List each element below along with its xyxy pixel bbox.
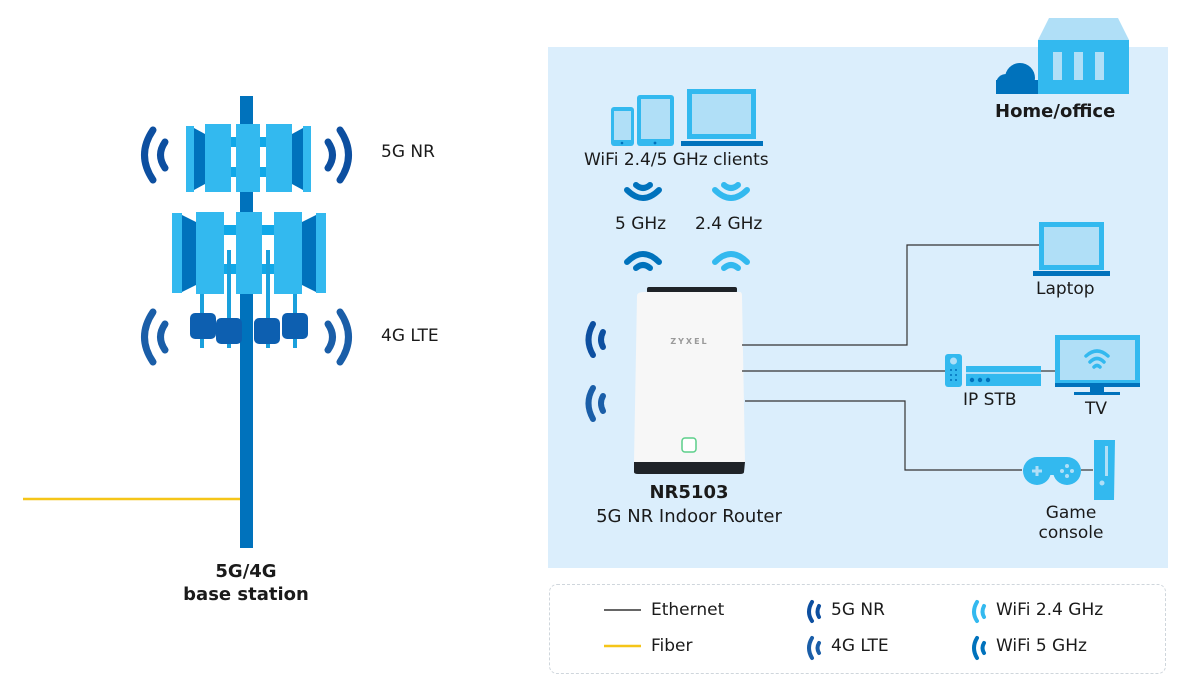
home-office-icon xyxy=(1038,18,1129,94)
remote-control-icon xyxy=(945,354,962,387)
legend-ethernet-label: Ethernet xyxy=(651,600,725,620)
legend-wifi-24ghz-label: WiFi 2.4 GHz xyxy=(996,600,1104,620)
router-brand-logo: ZYXEL xyxy=(670,337,709,346)
wifi-5ghz-router-icon xyxy=(624,251,662,271)
4g-lte-signal-icon xyxy=(141,308,352,366)
5g-nr-signal-icon xyxy=(141,126,352,184)
set-top-box-icon xyxy=(966,366,1041,386)
router-5g-signal-icon xyxy=(585,321,606,358)
legend-fiber-label: Fiber xyxy=(651,636,693,656)
router-device xyxy=(634,287,745,474)
smartphone-icon xyxy=(611,107,634,146)
legend-wifi-24ghz-signal-icon xyxy=(972,600,986,623)
legend-wifi-5ghz-label: WiFi 5 GHz xyxy=(996,636,1087,656)
legend-wifi-5ghz-signal-icon xyxy=(972,636,986,660)
game-console-label-line2: console xyxy=(1038,523,1104,543)
base-station-title-line1: 5G/4G xyxy=(215,561,277,582)
wifi-clients-label: WiFi 2.4/5 GHz clients xyxy=(584,150,769,170)
base-station-title-line2: base station xyxy=(183,584,309,605)
tower-pole xyxy=(240,96,253,548)
laptop-label: Laptop xyxy=(1036,279,1095,299)
4g-lte-label: 4G LTE xyxy=(381,326,439,346)
ip-stb-label: IP STB xyxy=(963,390,1017,410)
base-station-title: 5G/4G base station xyxy=(146,560,346,606)
game-console-label-line1: Game xyxy=(1045,503,1097,523)
router-status-led xyxy=(681,437,697,453)
tv-icon xyxy=(1055,335,1140,395)
wifi-24ghz-client-icon xyxy=(712,182,750,201)
ethernet-line-console xyxy=(745,400,1022,471)
router-model: NR5103 xyxy=(649,482,729,503)
5g-antenna-array xyxy=(186,124,311,192)
ethernet-line-laptop xyxy=(742,244,1040,346)
router-description: 5G NR Indoor Router xyxy=(596,506,782,527)
legend-5g-nr-label: 5G NR xyxy=(831,600,885,620)
cloud-icon xyxy=(996,63,1038,94)
4g-antenna-array xyxy=(172,212,326,348)
legend xyxy=(549,584,1166,674)
wifi-24ghz-router-icon xyxy=(712,251,750,271)
laptop-icon xyxy=(1033,222,1110,276)
base-station-tower xyxy=(23,96,352,548)
console-unit-icon xyxy=(1094,440,1115,500)
wifi-5ghz-client-icon xyxy=(624,182,662,201)
tv-label: TV xyxy=(1085,399,1108,419)
ethernet-lines xyxy=(742,244,1056,471)
home-office-title: Home/office xyxy=(995,101,1116,122)
tablet-icon xyxy=(637,95,674,146)
legend-4g-lte-signal-icon xyxy=(807,636,821,660)
legend-4g-lte-label: 4G LTE xyxy=(831,636,889,656)
band-24ghz-label: 2.4 GHz xyxy=(695,214,763,234)
game-console-label: Game console xyxy=(1021,503,1121,543)
gamepad-icon xyxy=(1023,457,1081,485)
router-4g-signal-icon xyxy=(585,385,606,422)
band-5ghz-label: 5 GHz xyxy=(615,214,667,234)
legend-5g-nr-signal-icon xyxy=(807,600,821,623)
5g-nr-label: 5G NR xyxy=(381,142,435,162)
client-laptop-icon xyxy=(681,89,763,146)
